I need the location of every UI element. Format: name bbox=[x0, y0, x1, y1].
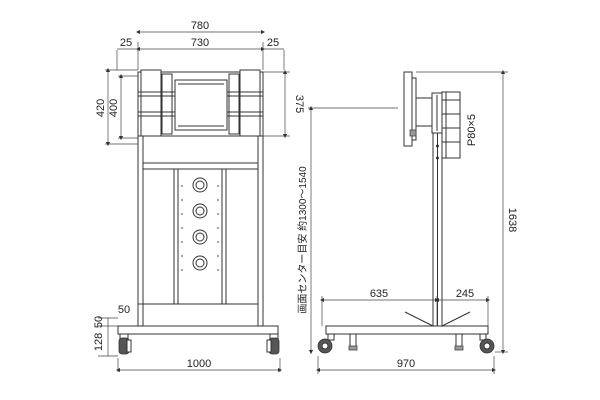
rear-depth-label: 245 bbox=[456, 288, 474, 300]
front-base bbox=[117, 303, 280, 355]
center-height-dimension: 画面センター目安 約1300～1540 bbox=[296, 105, 398, 355]
pipe-label: P80×5 bbox=[466, 114, 478, 146]
inner-width-label: 730 bbox=[191, 37, 209, 49]
front-base-dimensions: 50 128 50 1000 bbox=[93, 304, 283, 373]
bracket-height-right-label: 375 bbox=[293, 95, 305, 113]
bracket-height-inner-label: 400 bbox=[108, 99, 120, 117]
base-depth-bottom-dimension: 970 bbox=[315, 356, 497, 374]
left-side-width-label: 25 bbox=[120, 37, 132, 49]
side-view: 画面センター目安 約1300～1540 P80×5 bbox=[296, 69, 518, 374]
cable-cover-panel bbox=[142, 168, 259, 305]
total-height-label: 1638 bbox=[506, 208, 518, 232]
base-offset-label: 50 bbox=[118, 304, 130, 316]
front-view: 780 730 25 25 420 400 375 bbox=[93, 20, 305, 373]
side-base bbox=[317, 311, 495, 354]
base-width-label: 1000 bbox=[187, 358, 211, 370]
front-top-dimensions: 780 730 25 25 bbox=[116, 20, 285, 70]
front-left-dimensions: 420 400 bbox=[95, 67, 138, 147]
side-display-mount bbox=[403, 71, 443, 147]
mounting-bracket bbox=[137, 69, 264, 137]
base-depth-top-dimensions: 635 245 bbox=[319, 288, 491, 326]
rear-pipe-bracket: P80×5 bbox=[441, 91, 478, 159]
base-height-b-label: 50 bbox=[93, 316, 105, 328]
overall-width-label: 780 bbox=[191, 20, 209, 32]
total-height-dimension: 1638 bbox=[416, 69, 518, 355]
base-height-a-label: 128 bbox=[93, 333, 105, 351]
front-depth-label: 635 bbox=[370, 288, 388, 300]
base-depth-label: 970 bbox=[397, 358, 415, 370]
center-height-label: 画面センター目安 約1300～1540 bbox=[296, 166, 309, 314]
bracket-height-outer-label: 420 bbox=[95, 99, 107, 117]
front-right-dimension: 375 bbox=[263, 69, 305, 139]
right-side-width-label: 25 bbox=[267, 37, 279, 49]
side-column bbox=[432, 132, 443, 327]
